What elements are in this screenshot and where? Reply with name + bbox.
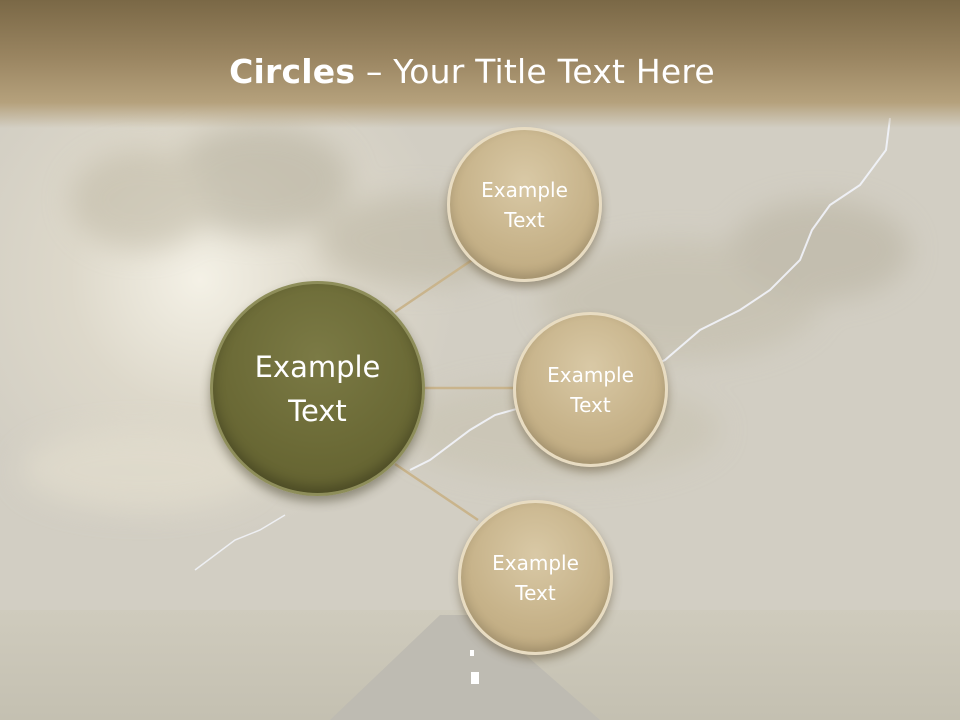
title-rest-part: – Your Title Text Here <box>355 52 715 91</box>
slide-title: Circles – Your Title Text Here <box>0 52 944 91</box>
road-marks <box>470 650 479 684</box>
connector-line-3 <box>394 462 479 522</box>
title-band <box>0 0 960 128</box>
center-circle[interactable]: Example Text <box>210 281 425 496</box>
lightning-bolt <box>409 117 891 471</box>
connector-line-1 <box>394 256 476 314</box>
lightning-bolt-lower <box>194 514 286 571</box>
node-circle-middle[interactable]: Example Text <box>513 312 668 467</box>
center-circle-label: Example Text <box>254 349 381 428</box>
node-circle-label: Example Text <box>481 177 568 232</box>
node-circle-label: Example Text <box>547 362 634 417</box>
node-circle-top[interactable]: Example Text <box>447 127 602 282</box>
node-circle-bottom[interactable]: Example Text <box>458 500 613 655</box>
title-bold-part: Circles <box>229 52 356 91</box>
node-circle-label: Example Text <box>492 550 579 605</box>
